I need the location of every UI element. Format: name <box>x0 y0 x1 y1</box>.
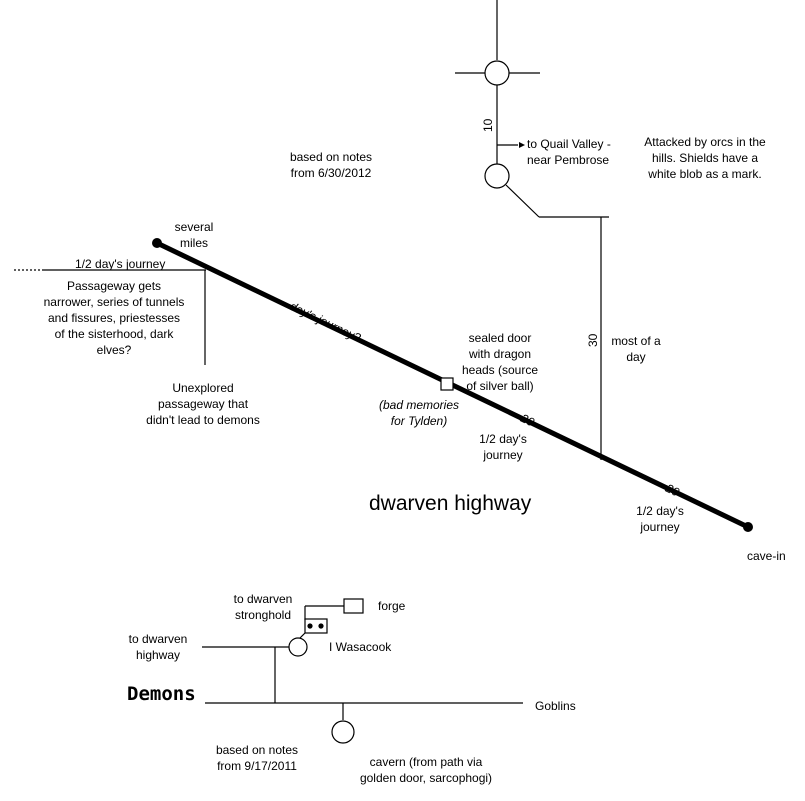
wasacook-node <box>288 637 308 657</box>
highway-west-end <box>152 238 162 248</box>
stronghold-box-dot-right <box>318 623 324 629</box>
pembrose-node <box>484 163 510 189</box>
cavern-node <box>331 720 355 744</box>
lower-map <box>202 598 523 744</box>
cave-in-label: cave-in <box>747 549 786 563</box>
forge-box <box>343 598 364 614</box>
sealed-door-marker <box>440 377 454 391</box>
side-passages <box>14 269 206 365</box>
stronghold-connector-line <box>299 632 306 639</box>
wasacook-label: I Wasacook <box>329 640 392 654</box>
ten-label: 10 <box>481 118 495 132</box>
stronghold-box <box>304 618 328 634</box>
thirty-label: 30 <box>586 333 600 347</box>
highway-east-end <box>743 522 753 532</box>
demons-label: Demons <box>127 683 196 705</box>
stronghold-box-dot-left <box>307 623 313 629</box>
forge-label: forge <box>378 599 406 613</box>
half-day-passage-label: 1/2 day's journey <box>75 257 166 271</box>
dwarven-highway <box>152 238 753 532</box>
goblins-label: Goblins <box>535 699 576 713</box>
northern-route <box>455 0 609 460</box>
crossroad-node <box>484 60 510 86</box>
highway-title: dwarven highway <box>369 492 532 515</box>
quail-valley-arrow-head <box>519 142 525 148</box>
quail-valley-label: to Quail Valley -near Pembrose <box>527 137 611 167</box>
diagonal-path-line <box>505 184 540 218</box>
